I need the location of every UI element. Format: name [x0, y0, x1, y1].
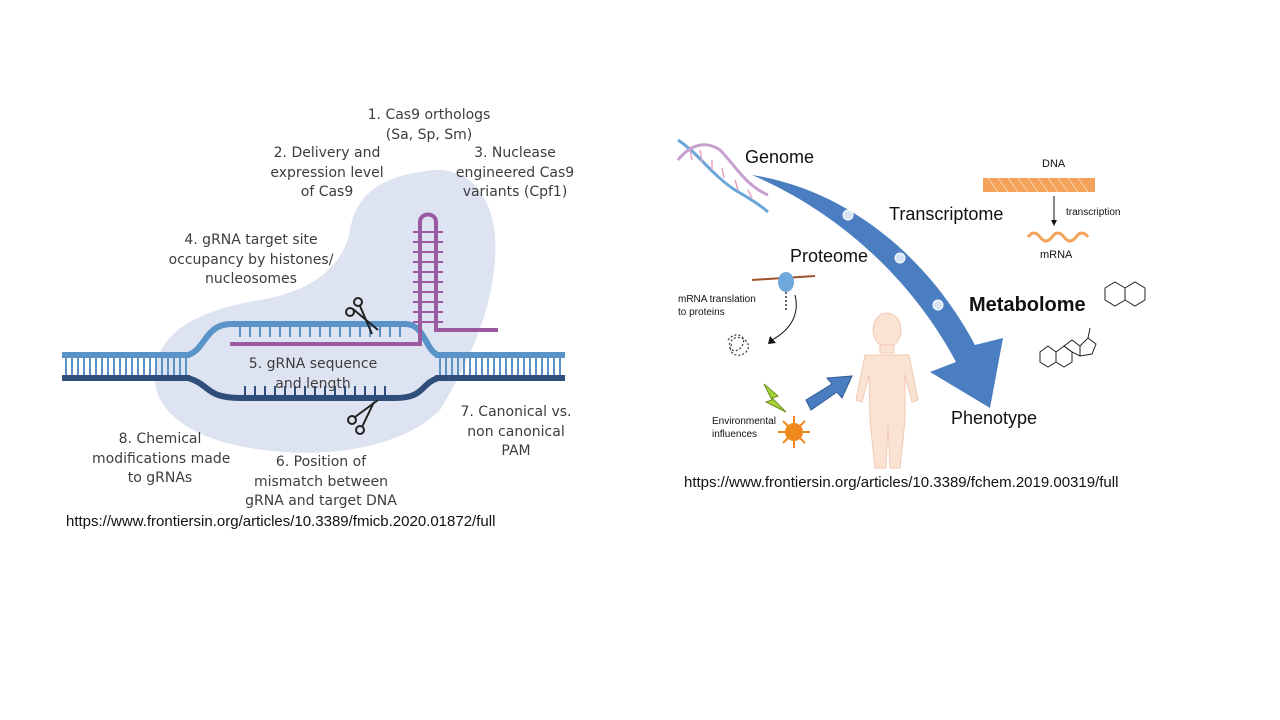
influence-arrow	[805, 375, 853, 411]
source-url-left[interactable]: https://www.frontiersin.org/articles/10.…	[66, 513, 496, 530]
steroid-molecule-icon	[1039, 327, 1097, 368]
transcription-label: transcription	[1066, 207, 1121, 218]
sun-icon	[778, 416, 810, 448]
genome-label: Genome	[745, 147, 815, 167]
cas9-blob	[154, 169, 496, 453]
dna-helix-icon	[676, 138, 769, 214]
dna-label: DNA	[1042, 158, 1066, 170]
mrna-label: mRNA	[1040, 249, 1073, 261]
protein-fold-icon	[727, 334, 749, 356]
dna-double-helix	[62, 321, 565, 401]
uric-acid-molecule-icon	[1104, 281, 1146, 307]
scissors-icon	[345, 297, 379, 335]
ribosome-icon	[727, 272, 816, 356]
phenotype-label: Phenotype	[951, 408, 1038, 428]
transcriptome-label: Transcriptome	[889, 204, 1004, 224]
arrow-node	[932, 299, 944, 311]
metabolome-label: Metabolome	[969, 294, 1086, 316]
arrow-node	[894, 252, 906, 264]
source-url-right[interactable]: https://www.frontiersin.org/articles/10.…	[684, 474, 1119, 491]
mrna-wave-icon	[1026, 231, 1090, 243]
arrow-node	[842, 209, 854, 221]
scissors-icon	[347, 399, 379, 435]
proteome-label: Proteome	[790, 246, 869, 266]
human-body-icon	[855, 312, 919, 469]
omics-flow-arrow	[752, 175, 1003, 408]
grna-hairpin	[230, 212, 498, 346]
factor-label-1: 1. Cas9 orthologs(Sa, Sp, Sm)	[367, 107, 491, 143]
lightning-bolt-icon	[763, 383, 787, 413]
